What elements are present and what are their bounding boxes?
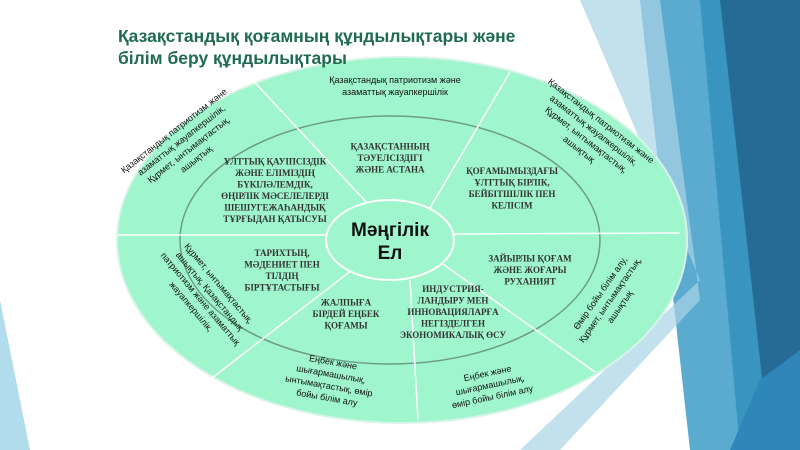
- center-ellipse: [325, 199, 455, 281]
- inner-segment-3-line: РУХАНИЯТ: [504, 277, 555, 287]
- inner-segment-7-line: ӨҢІРЛІК МӘСЕЛЕЛЕРДІ: [221, 191, 329, 201]
- inner-segment-3-line: ЖӘНЕ ЖОҒАРЫ: [493, 265, 566, 275]
- outer-segment-1-line: Қазақстандық патриотизм және: [329, 75, 460, 85]
- title-line-1: Қазақстандық қоғамның құндылықтары және: [118, 26, 516, 46]
- inner-segment-1-line: ҚАЗАҚСТАННЫҢ: [351, 142, 430, 152]
- inner-segment-7-line: ЖӘНЕ ЕЛІМІЗДІҢ: [235, 168, 315, 178]
- inner-segment-3-line: ЗАЙЫРЛЫ ҚОҒАМ: [488, 254, 572, 264]
- inner-segment-5-line: ЖАЛПЫҒА: [321, 298, 372, 308]
- inner-segment-4-line: ЛАНДЫРУ МЕН: [418, 296, 489, 306]
- outer-segment-1-line: азаматтық жауапкершілік: [342, 87, 448, 97]
- outer-segment-1: Қазақстандық патриотизм және азаматтық жа…: [329, 75, 460, 97]
- background-shape-left: [0, 300, 30, 450]
- inner-segment-4-line: ИНДУСТРИЯ-: [422, 284, 483, 294]
- title-line-2: білім беру құндылықтары: [118, 48, 347, 68]
- inner-ring: [179, 115, 601, 365]
- background-shape-light-blue: [520, 0, 700, 450]
- inner-segment-7-line: БҮКІЛӘЛЕМДІК,: [237, 179, 313, 189]
- inner-segment-6-line: БІРТҰТАСТЫҒЫ: [244, 282, 319, 292]
- segment-dividers: [118, 71, 681, 421]
- inner-segment-7-line: ҰЛТТЫҚ ҚАУІПСІЗДІК: [224, 156, 327, 166]
- page-title: Қазақстандық қоғамның құндылықтары және …: [118, 25, 588, 69]
- inner-segment-5-line: ҚОҒАМЫ: [324, 321, 367, 331]
- inner-segment-2-line: КЕЛІСІМ: [491, 200, 533, 210]
- inner-segment-1-line: ТӘУЕЛСІЗДІГІ: [358, 153, 423, 163]
- center-label-line2: Ел: [378, 243, 403, 264]
- inner-segment-6-line: МӘДЕНИЕТ ПЕН: [244, 259, 320, 269]
- inner-segment-4-line: НЕГІЗДЕЛГЕН: [421, 319, 485, 329]
- inner-segment-7: ҰЛТТЫҚ ҚАУІПСІЗДІК ЖӘНЕ ЕЛІМІЗДІҢБҮКІЛӘЛЕ…: [221, 156, 329, 224]
- inner-segment-6-line: ТАРИХТЫҢ,: [254, 248, 309, 258]
- inner-segment-4-line: ИННОВАЦИЯЛАРҒА: [407, 307, 499, 317]
- inner-segment-5-line: БІРДЕЙ ЕҢБЕК: [313, 309, 380, 319]
- inner-segment-7-line: ТҰРҒЫДАН ҚАТЫСУЫ: [223, 214, 327, 224]
- inner-segment-2-line: ҚОҒАМЫМЫЗДАҒЫ: [466, 166, 558, 176]
- inner-segment-7-line: ШЕШУГЕЖАҺАНДЫҚ: [224, 202, 326, 212]
- background-shape-corner: [730, 350, 800, 450]
- inner-segment-2-line: БЕЙБІТШІЛІК ПЕН: [469, 189, 556, 199]
- inner-segment-2-line: ҰЛТТЫҚ БІРЛІК,: [474, 177, 549, 187]
- inner-segment-4-line: ЭКОНОМИКАЛЫҚ ӨСУ: [400, 330, 507, 340]
- center-label-line1: Мәңгілік: [351, 220, 429, 241]
- inner-segment-6-line: ТІЛДІҢ: [266, 271, 299, 281]
- inner-segment-1-line: ЖӘНЕ АСТАНА: [356, 165, 425, 175]
